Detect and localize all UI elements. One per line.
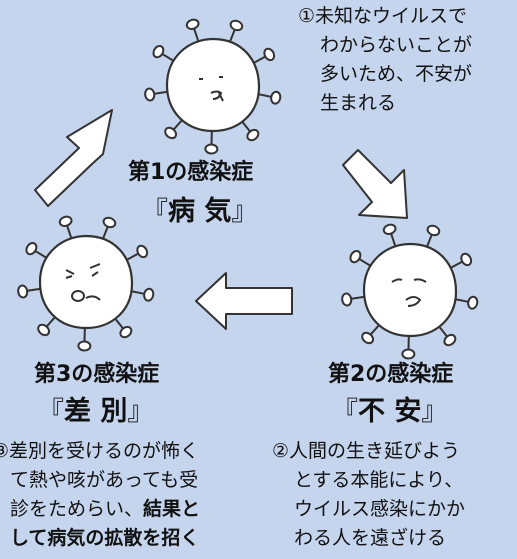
bracket-open: 『	[142, 197, 169, 227]
description-line: ②人間の生き延びよう	[272, 440, 461, 462]
description-line: とする本能により、	[294, 469, 464, 491]
illness-description: ①未知なウイルスで わからないことが 多いため、不安が 生まれる	[298, 2, 517, 118]
arrow-anxiety-to-discrimination	[195, 272, 293, 330]
description-line: ①未知なウイルスで	[298, 5, 468, 27]
anxiety-label: 『不 安』	[332, 396, 448, 428]
description-line: 診をためらい、結果と	[10, 498, 201, 520]
anxiety-title: 第2の感染症	[328, 362, 454, 387]
virus-face	[199, 76, 224, 102]
emphasis-text: 結果と	[143, 498, 201, 520]
discrimination-description: ③差別を受けるのが怖く て熱や咳があっても受 診をためらい、結果と して病気の拡…	[0, 437, 200, 553]
bracket-open: 『	[38, 397, 65, 427]
illness-word: 病 気	[168, 196, 232, 227]
anxiety-word: 不 安	[358, 396, 422, 427]
bracket-close: 』	[231, 197, 258, 227]
arrow-illness-to-anxiety	[342, 149, 408, 219]
bracket-close: 』	[127, 397, 154, 427]
virus-face	[391, 278, 427, 307]
arrow-discrimination-to-illness	[34, 109, 113, 207]
virus-character-icon	[17, 215, 155, 352]
virus-spikes	[144, 18, 282, 155]
virus-character-icon	[341, 223, 479, 360]
emphasis-text: して病気の拡散を招く	[10, 527, 200, 549]
bracket-open: 『	[332, 397, 359, 427]
description-line: ウイルス感染にかか	[294, 498, 466, 520]
discrimination-title: 第3の感染症	[34, 362, 160, 387]
description-line: 多いため、不安が	[320, 63, 473, 85]
illness-label: 『病 気』	[142, 196, 258, 228]
description-line: して病気の拡散を招く	[0, 524, 200, 553]
virus-body	[362, 242, 458, 338]
discrimination-word: 差 別	[64, 396, 128, 427]
virus-body	[165, 37, 261, 133]
description-line: て熱や咳があっても受	[10, 469, 199, 491]
illness-title: 第1の感染症	[128, 160, 254, 185]
description-line: 生まれる	[320, 92, 397, 114]
bracket-close: 』	[421, 397, 448, 427]
description-line: わからないことが	[320, 34, 473, 56]
discrimination-label: 『差 別』	[38, 396, 154, 428]
anxiety-description: ②人間の生き延びよう とする本能により、 ウイルス感染にかか わる人を遠ざける	[272, 437, 465, 553]
description-line: わる人を遠ざける	[294, 527, 447, 549]
description-line: ③差別を受けるのが怖く	[0, 440, 200, 462]
virus-body	[38, 234, 134, 330]
virus-character-icon	[144, 18, 282, 155]
virus-face	[65, 263, 101, 302]
